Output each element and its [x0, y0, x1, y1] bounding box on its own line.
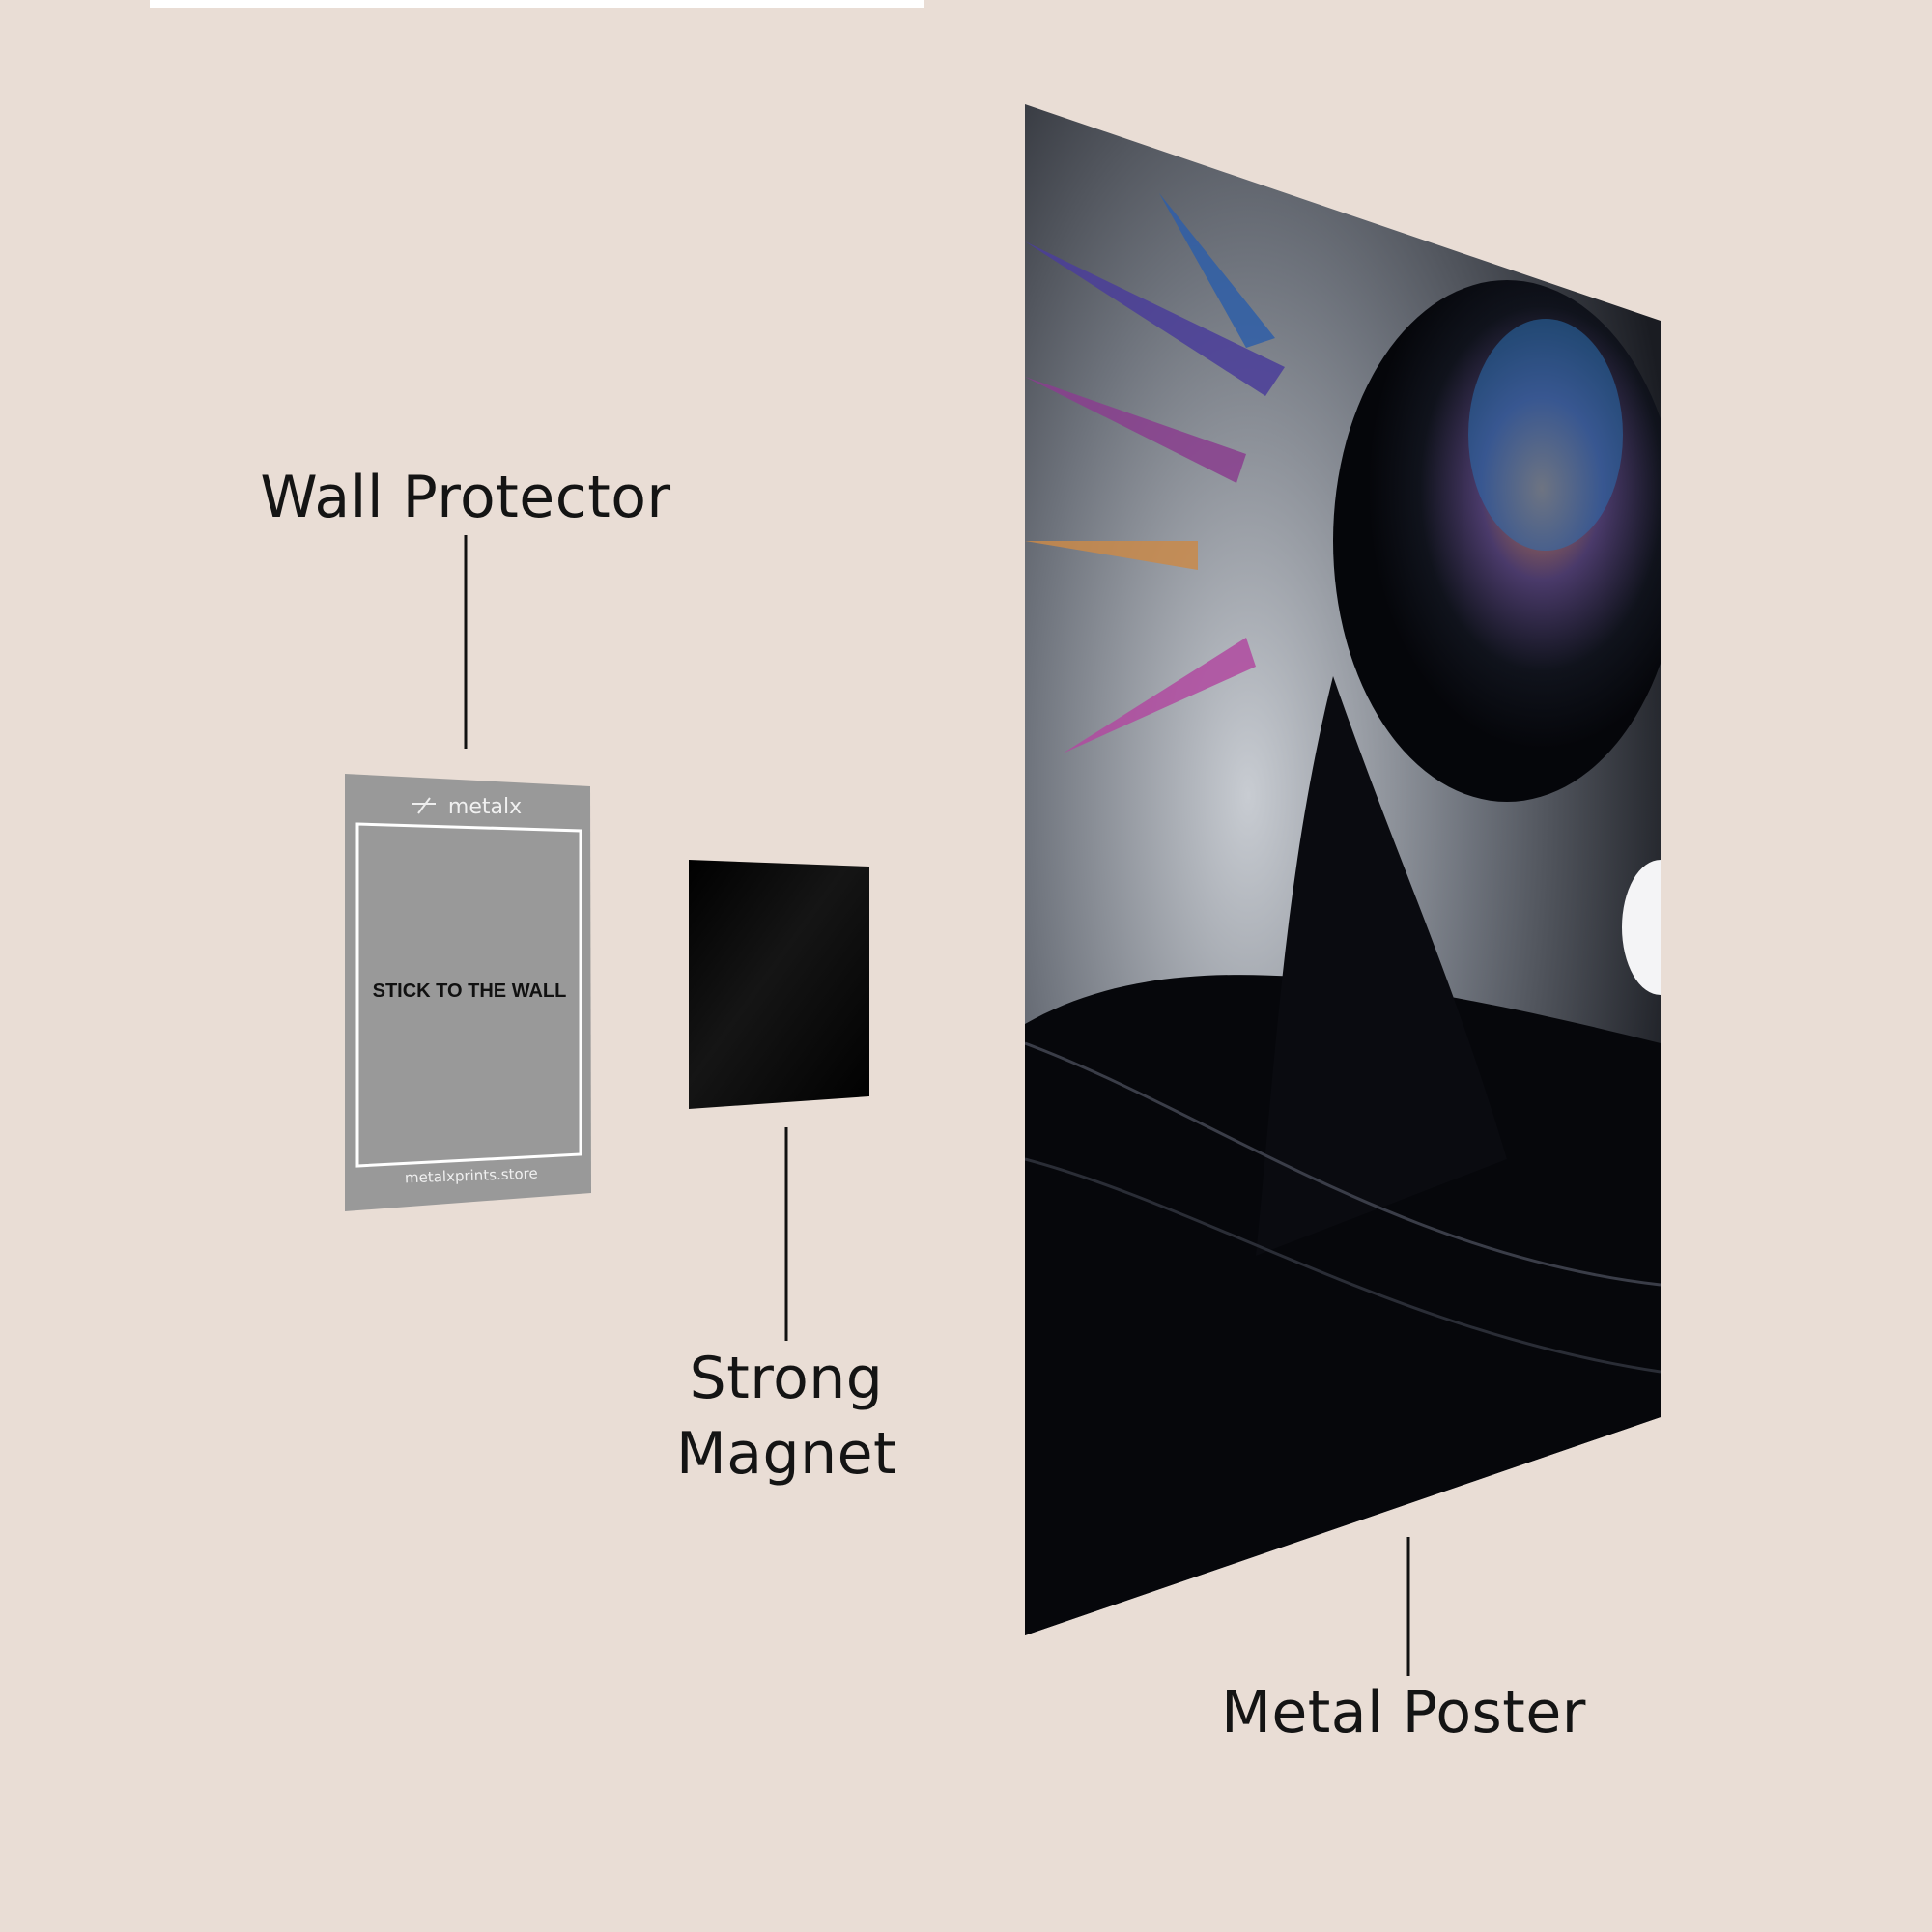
wall-protector-label: Wall Protector [260, 464, 671, 531]
metalx-logo-icon [412, 797, 436, 814]
protector-instruction: STICK TO THE WALL [373, 980, 567, 1002]
top-white-bar [150, 0, 924, 8]
strong-magnet-label-line1: Strong [689, 1345, 884, 1412]
protector-website: metalxprints.store [405, 1165, 538, 1187]
wall-protector: metalx STICK TO THE WALL metalxprints.st… [345, 774, 591, 1211]
strong-magnet-label-line2: Magnet [675, 1420, 897, 1488]
protector-brand: metalx [448, 795, 522, 819]
strong-magnet [689, 860, 869, 1109]
metal-poster [1025, 104, 1661, 1635]
metal-poster-label: Metal Poster [1221, 1679, 1586, 1747]
